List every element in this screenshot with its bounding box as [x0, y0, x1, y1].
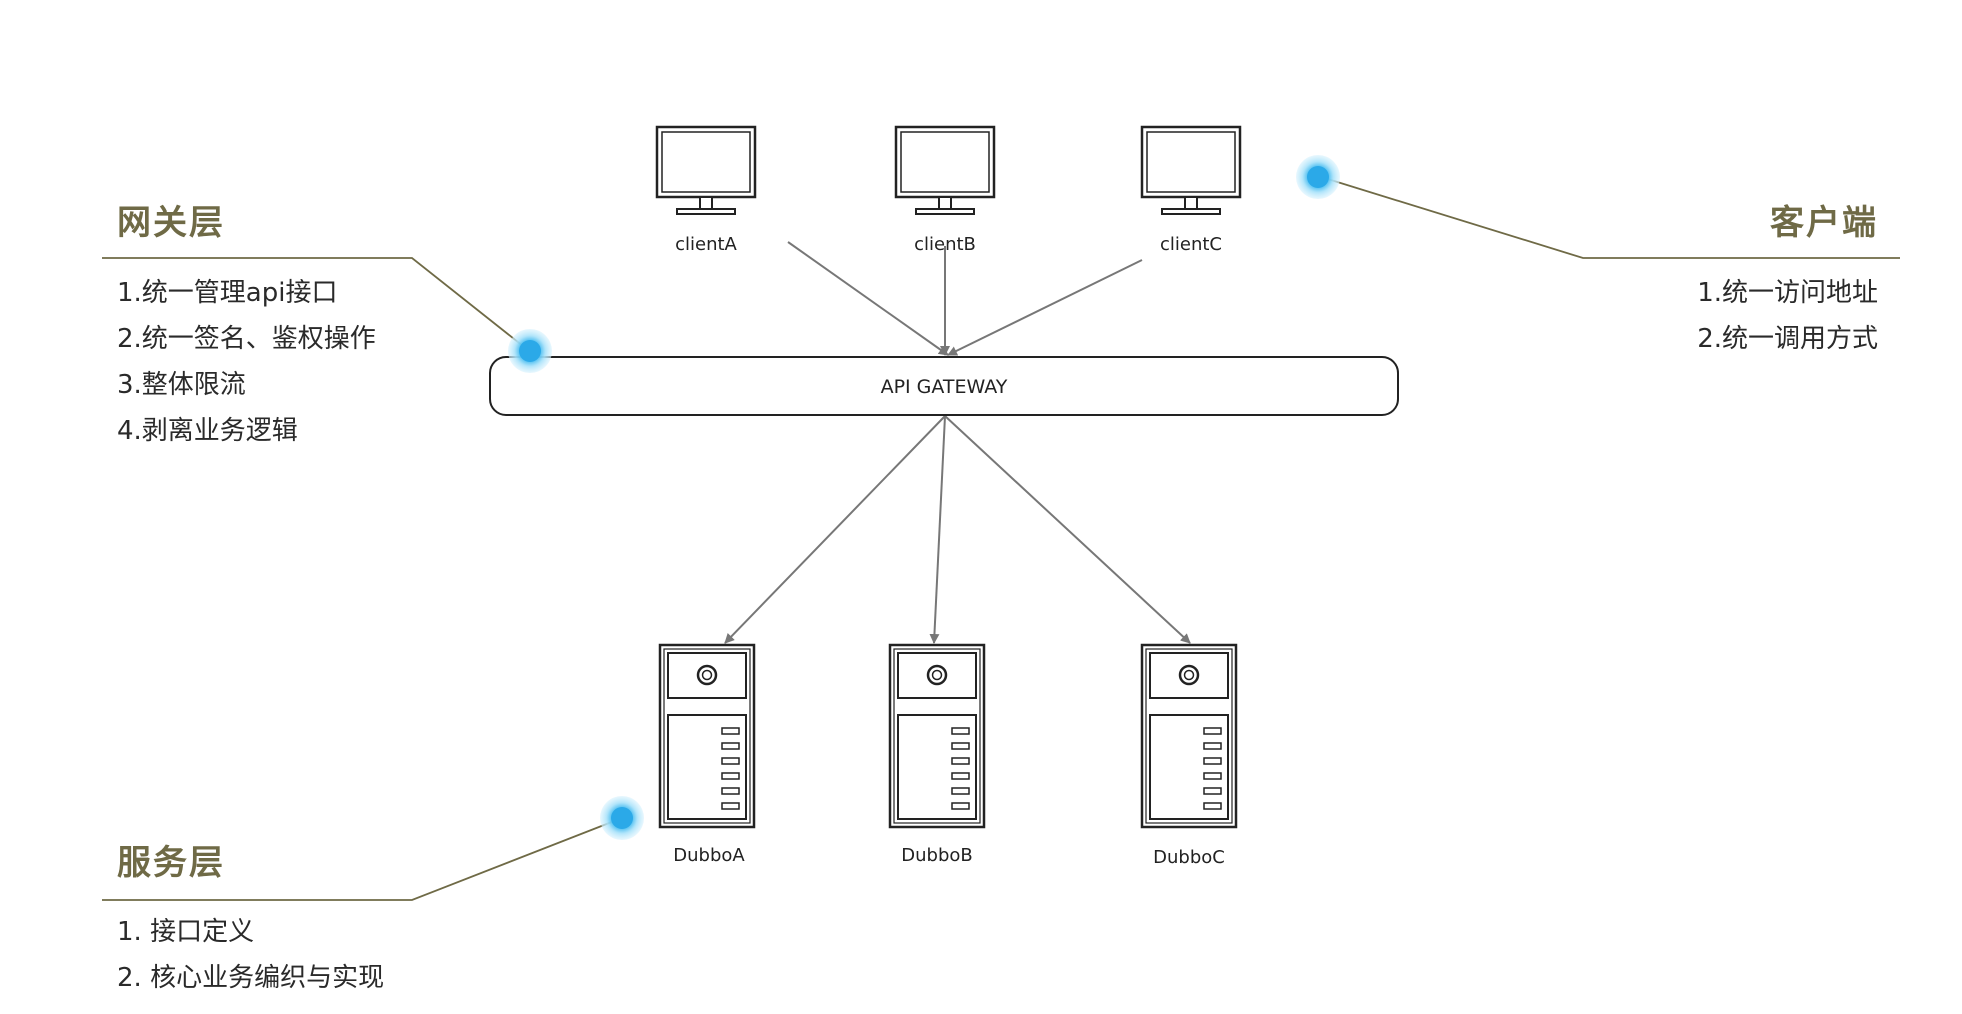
list-item: 4.剥离业务逻辑 [117, 416, 298, 446]
server-dubbo-a [658, 643, 756, 829]
client-layer-leader-line [1317, 175, 1900, 259]
server-dubbo-b-label: DubboB [901, 845, 972, 866]
server-icon [888, 643, 986, 829]
arrow-clientA-to-gateway [787, 241, 949, 356]
arrow-gateway-to-dubboC [944, 415, 1191, 644]
server-dubbo-a-label: DubboA [673, 845, 745, 866]
service-layer-marker-core [611, 807, 633, 829]
client-layer-marker-core [1307, 166, 1329, 188]
list-item: 1.统一访问地址 [1697, 278, 1878, 308]
list-item: 1.统一管理api接口 [117, 278, 338, 308]
gateway-layer-leader-line [102, 257, 529, 351]
arrow-gateway-to-dubboB [929, 415, 946, 644]
client-a-label: clientA [675, 234, 737, 255]
server-dubbo-c [1140, 643, 1238, 829]
monitor-icon [655, 125, 757, 216]
client-c [1140, 125, 1242, 216]
service-layer-title: 服务层 [117, 843, 225, 883]
monitor-icon [1140, 125, 1242, 216]
list-item: 2.统一调用方式 [1697, 324, 1878, 354]
arrow-gateway-to-dubboA [724, 415, 946, 644]
client-a [655, 125, 757, 216]
gateway-layer-list: 1.统一管理api接口 2.统一签名、鉴权操作 3.整体限流 4.剥离业务逻辑 [117, 270, 376, 454]
api-gateway-label: API GATEWAY [881, 376, 1008, 398]
monitor-icon [894, 125, 996, 216]
server-icon [658, 643, 756, 829]
server-dubbo-b [888, 643, 986, 829]
list-item: 3.整体限流 [117, 370, 246, 400]
gateway-layer-title: 网关层 [117, 203, 225, 243]
arrow-clientC-to-gateway [947, 259, 1143, 356]
list-item: 2. 核心业务编织与实现 [117, 963, 385, 993]
list-item: 2.统一签名、鉴权操作 [117, 324, 376, 354]
service-layer-list: 1. 接口定义 2. 核心业务编织与实现 [117, 909, 384, 1001]
service-layer-leader-line [102, 817, 623, 901]
client-c-label: clientC [1160, 234, 1222, 255]
client-layer-title: 客户端 [1770, 203, 1878, 243]
api-gateway: API GATEWAY [489, 356, 1399, 416]
server-dubbo-c-label: DubboC [1153, 847, 1225, 868]
client-b-label: clientB [914, 234, 976, 255]
server-icon [1140, 643, 1238, 829]
list-item: 1. 接口定义 [117, 917, 255, 947]
gateway-layer-marker-core [519, 340, 541, 362]
client-layer-list: 1.统一访问地址 2.统一调用方式 [1697, 270, 1878, 362]
client-b [894, 125, 996, 216]
